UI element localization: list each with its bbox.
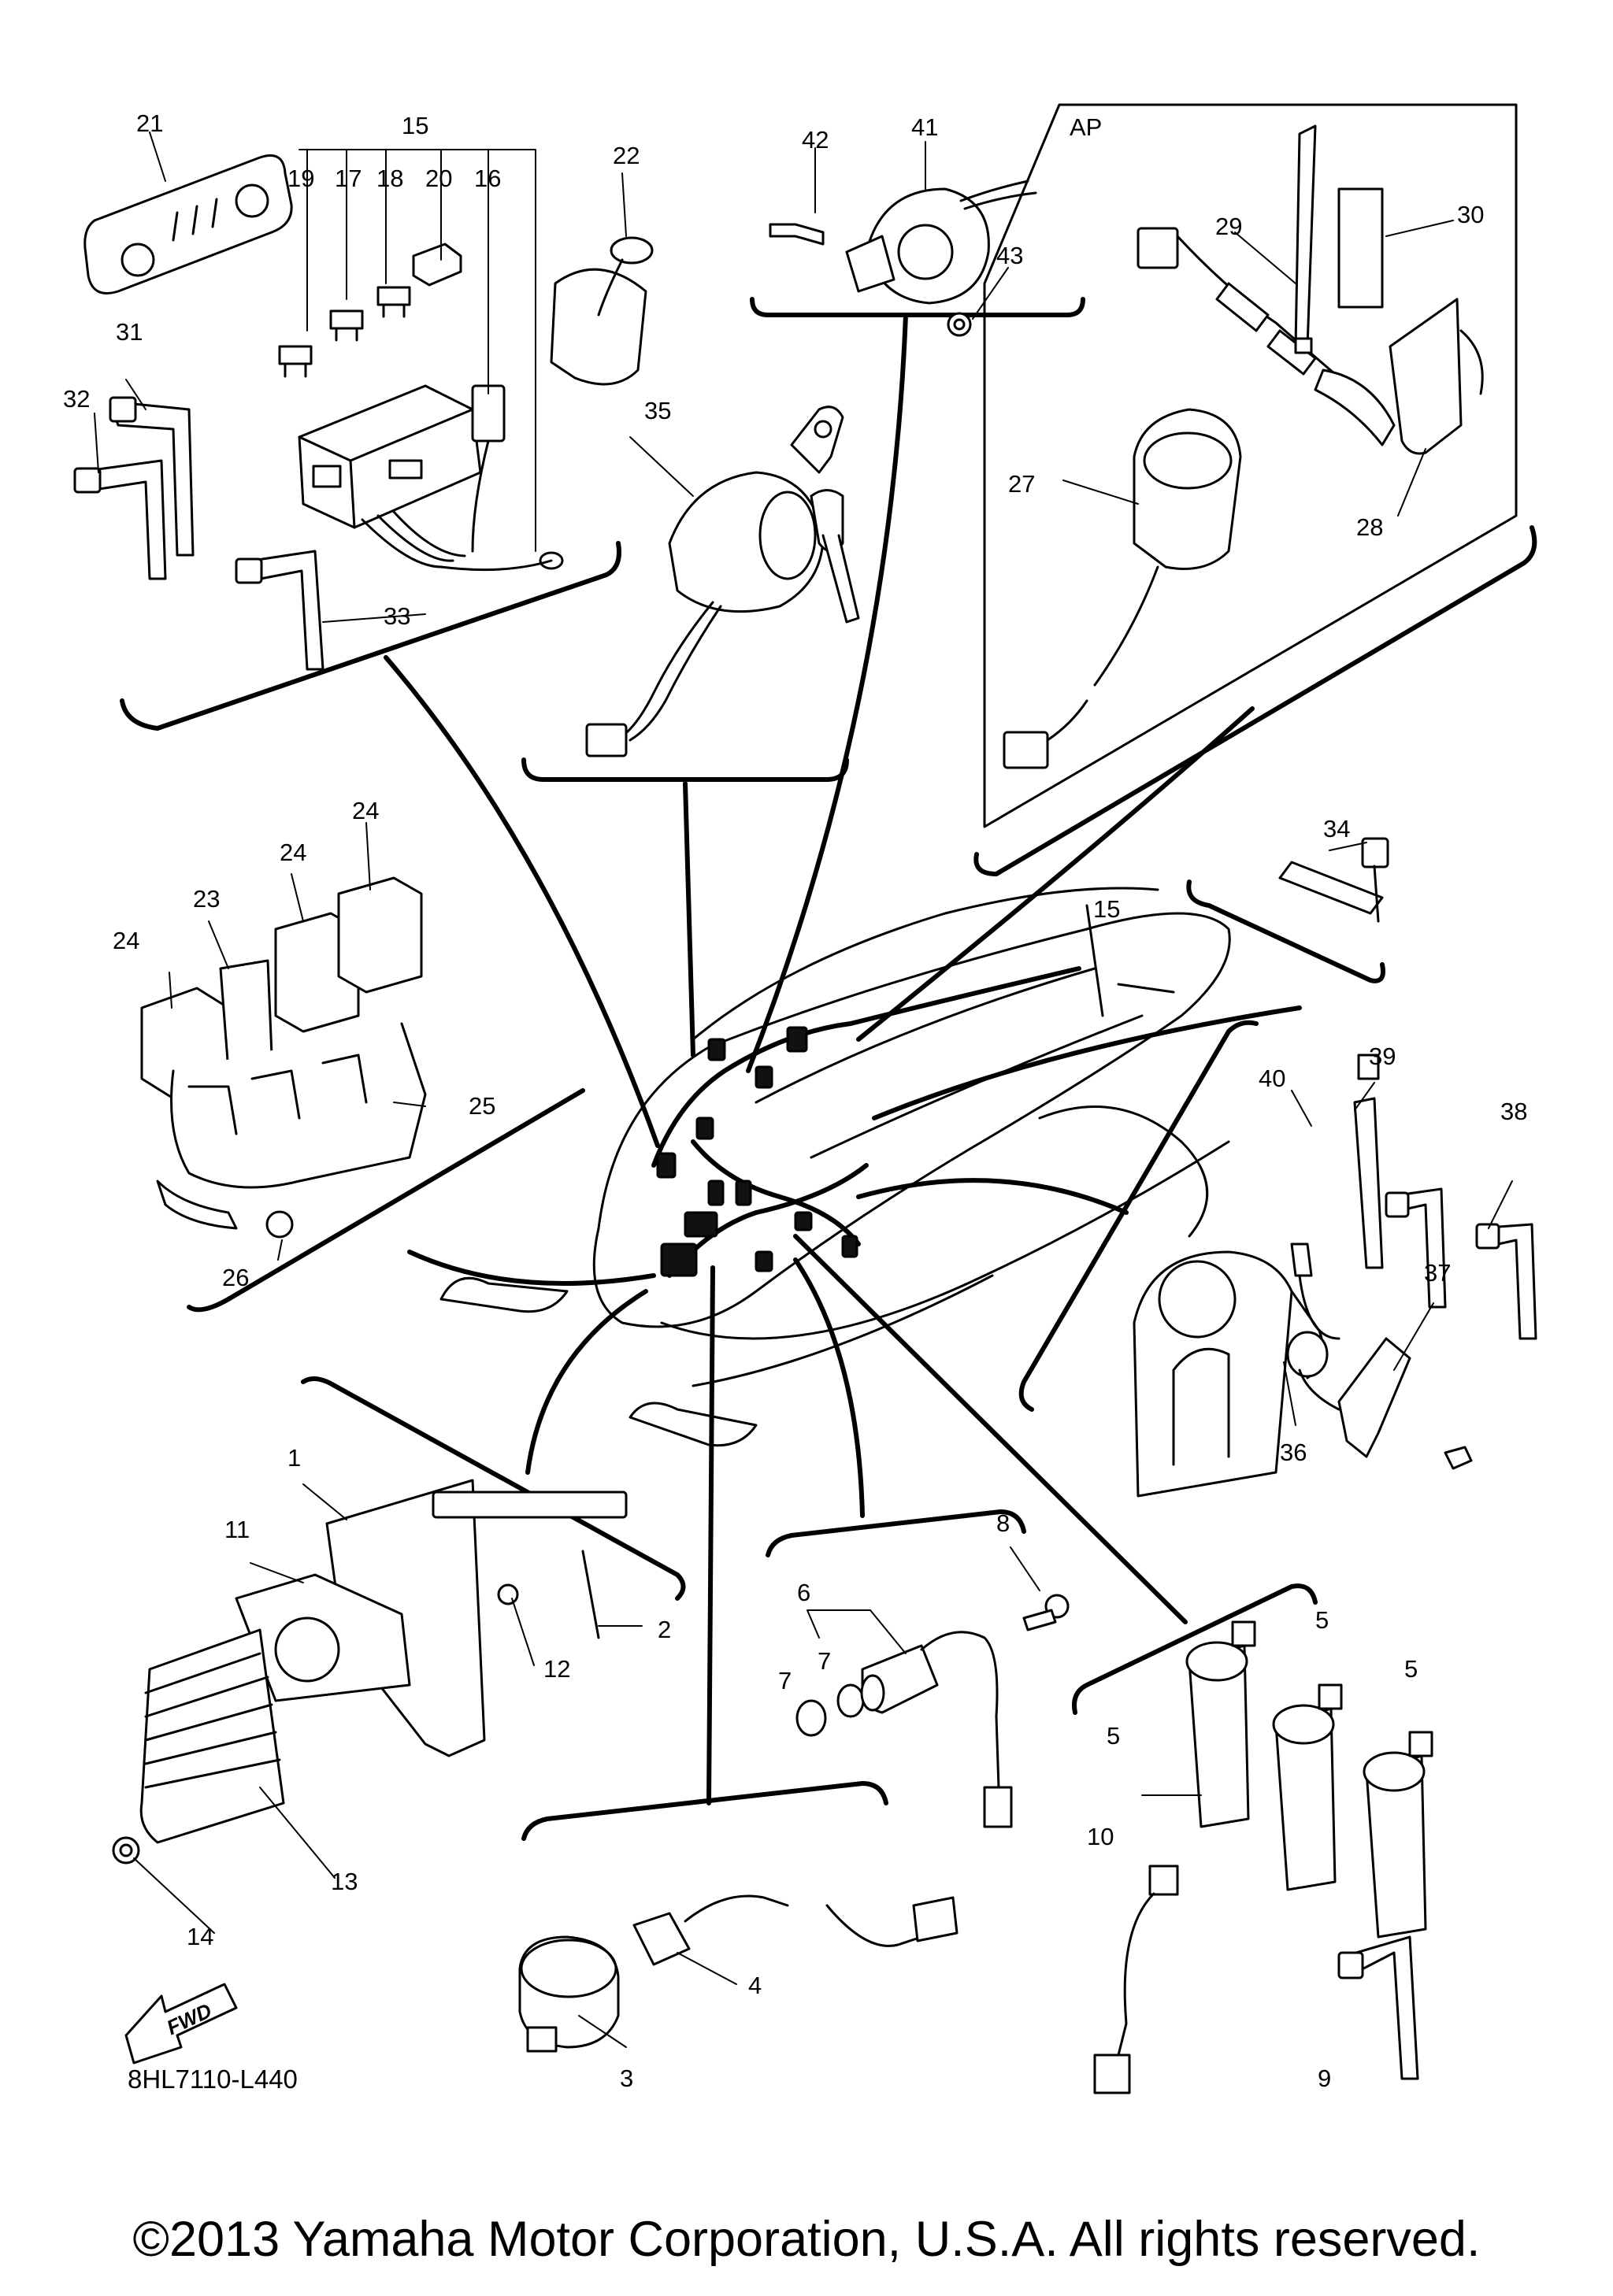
part-34-band (1278, 837, 1389, 923)
callout-42: 42 (802, 126, 829, 154)
callout-15: 15 (402, 112, 428, 139)
callout-numbers: 21 15 19 17 18 20 16 22 31 32 33 35 42 4… (63, 109, 1527, 2092)
leader-curves (384, 313, 1302, 1805)
callout-8: 8 (996, 1509, 1010, 1537)
coils-5-9-10 (1093, 1620, 1433, 2094)
panel-plate (1018, 1020, 1259, 1412)
part-22-canister (550, 236, 654, 386)
hull-harness-assembly (439, 887, 1231, 1447)
callout-24-mid: 24 (280, 839, 306, 866)
parts-31-32-33-bands (73, 396, 324, 671)
panel-bottom (521, 1781, 888, 1841)
callout-17: 17 (335, 165, 362, 192)
callout-10: 10 (1087, 1823, 1114, 1850)
part-41-sensor (769, 180, 1037, 337)
panel-regulator (301, 1376, 686, 1601)
callout-31: 31 (116, 318, 143, 346)
panel-outlines (120, 103, 1537, 1841)
part-35-ignition-switch (585, 406, 860, 757)
callout-30: 30 (1457, 201, 1484, 228)
callout-6: 6 (797, 1579, 810, 1606)
callout-7-left: 7 (778, 1667, 792, 1694)
callout-41: 41 (911, 113, 938, 141)
regulator-parts (112, 1479, 628, 1865)
callout-34: 34 (1323, 815, 1350, 842)
panel-ignition (521, 757, 849, 782)
callout-26: 26 (222, 1264, 249, 1291)
callout-2: 2 (658, 1616, 671, 1643)
callout-40: 40 (1259, 1065, 1285, 1092)
callout-4: 4 (748, 1972, 762, 1999)
callout-38: 38 (1500, 1098, 1527, 1125)
callout-1: 1 (287, 1444, 301, 1472)
part-15-fuse-box (278, 243, 564, 572)
parts-36-40-plate (1133, 1054, 1537, 1498)
panel-fusebox (120, 541, 621, 731)
fwd-arrow (124, 1983, 238, 2065)
ap-parts-27-30 (1003, 124, 1484, 769)
callout-24-left: 24 (113, 927, 139, 954)
callout-24-top: 24 (352, 797, 379, 824)
callout-28: 28 (1356, 513, 1383, 541)
callout-15-hull: 15 (1093, 895, 1120, 923)
panel-sensor41 (750, 297, 1085, 317)
callout-5-left: 5 (1107, 1722, 1120, 1750)
callout-37: 37 (1424, 1259, 1451, 1287)
part-code: 8HL7110-L440 (128, 2065, 298, 2094)
callout-29: 29 (1215, 213, 1242, 240)
callout-3: 3 (620, 2065, 633, 2092)
copyright-notice: ©2013 Yamaha Motor Corporation, U.S.A. A… (132, 2212, 1481, 2267)
callout-12: 12 (543, 1655, 570, 1683)
inset-label-ap: AP (1070, 113, 1102, 141)
callout-16: 16 (474, 165, 501, 192)
callout-35: 35 (644, 397, 671, 424)
callout-18: 18 (376, 165, 403, 192)
callout-leaders (94, 131, 1513, 2048)
callout-25: 25 (469, 1092, 495, 1120)
callout-36: 36 (1280, 1439, 1307, 1466)
callout-32: 32 (63, 385, 90, 413)
callout-19: 19 (287, 165, 314, 192)
callout-22: 22 (613, 142, 640, 169)
panel-ap-inset (983, 103, 1518, 828)
callout-13: 13 (331, 1868, 358, 1895)
panel-ap-bracket (973, 525, 1537, 876)
panel-band34 (1186, 880, 1385, 983)
part-21-cover (83, 154, 293, 294)
callout-5-right: 5 (1404, 1655, 1418, 1683)
callout-23: 23 (193, 885, 220, 913)
parts-3-4-switch (518, 1894, 959, 2053)
relays-23-24-25-26 (140, 876, 427, 1239)
callout-21: 21 (136, 109, 163, 137)
panel-relays (187, 1088, 585, 1313)
callout-33: 33 (384, 602, 410, 630)
panel-sensor6 (766, 1509, 1026, 1557)
panel-coils (1072, 1583, 1318, 1715)
callout-27: 27 (1008, 470, 1035, 498)
callout-5-top: 5 (1315, 1606, 1329, 1634)
parts-6-7-8-sensor (795, 1594, 1070, 1828)
callout-43: 43 (996, 242, 1023, 269)
callout-9: 9 (1318, 2065, 1331, 2092)
callout-39: 39 (1369, 1042, 1396, 1070)
callout-14: 14 (187, 1923, 213, 1950)
callout-7-right: 7 (818, 1647, 831, 1675)
callout-20: 20 (425, 165, 452, 192)
callout-11: 11 (224, 1516, 250, 1543)
